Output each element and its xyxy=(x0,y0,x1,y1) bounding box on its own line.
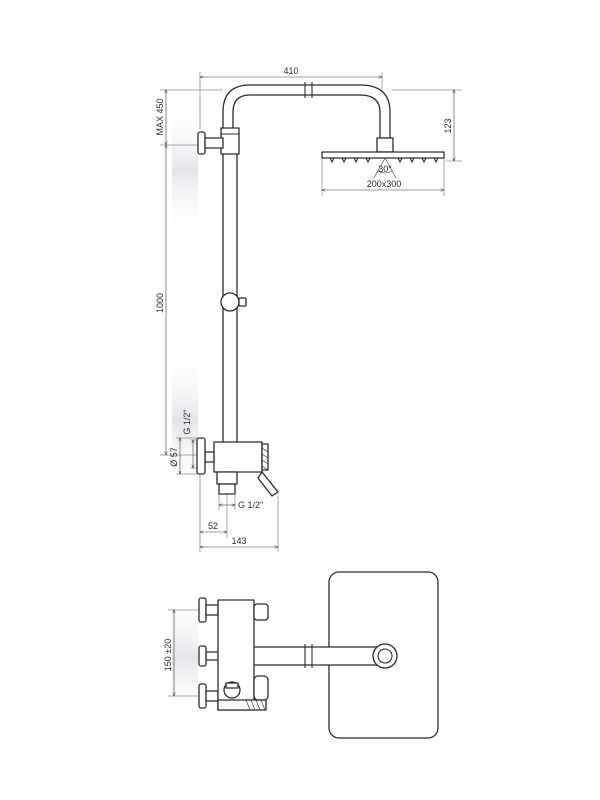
arm-connector xyxy=(220,127,240,155)
wall-shading xyxy=(172,100,198,725)
dim-escutcheon-diameter: Ø 57 xyxy=(169,447,179,467)
front-view xyxy=(196,82,445,497)
dim-inlet-thread: G 1/2" xyxy=(182,409,192,434)
mixer-top xyxy=(198,597,269,711)
mixer-top-knurl xyxy=(245,699,266,711)
mixer-body xyxy=(204,441,279,497)
dim-head-size: 200x300 xyxy=(367,179,402,189)
shower-head xyxy=(321,137,445,179)
upper-wall-bracket xyxy=(197,131,224,155)
dim-inlet-spacing: 150 ±20 xyxy=(163,639,173,671)
dim-spray-angle: 30° xyxy=(378,164,392,174)
dim-outlet-offset: 52 xyxy=(208,521,218,531)
dim-arm-length: 410 xyxy=(283,66,298,76)
dim-rail-height: 1000 xyxy=(155,293,165,313)
dimensions-front: 410 123 MAX 450 1000 200x300 30° G 1/2" … xyxy=(155,66,462,552)
arm-top xyxy=(231,643,398,669)
dim-outlet-thread: G 1/2" xyxy=(238,500,263,510)
dimensions-top: 150 ±20 xyxy=(163,610,199,696)
handshower-slider xyxy=(220,292,247,312)
mixer-escutcheon xyxy=(196,437,206,475)
top-view xyxy=(198,571,439,739)
spray-angle-lines xyxy=(373,157,397,179)
dim-head-drop: 123 xyxy=(443,118,453,133)
shower-arm xyxy=(222,82,391,139)
mixer-knurl xyxy=(261,447,269,471)
dim-height-adjust: MAX 450 xyxy=(155,98,165,135)
head-nozzles xyxy=(329,157,439,164)
dim-mixer-depth: 143 xyxy=(231,536,246,546)
